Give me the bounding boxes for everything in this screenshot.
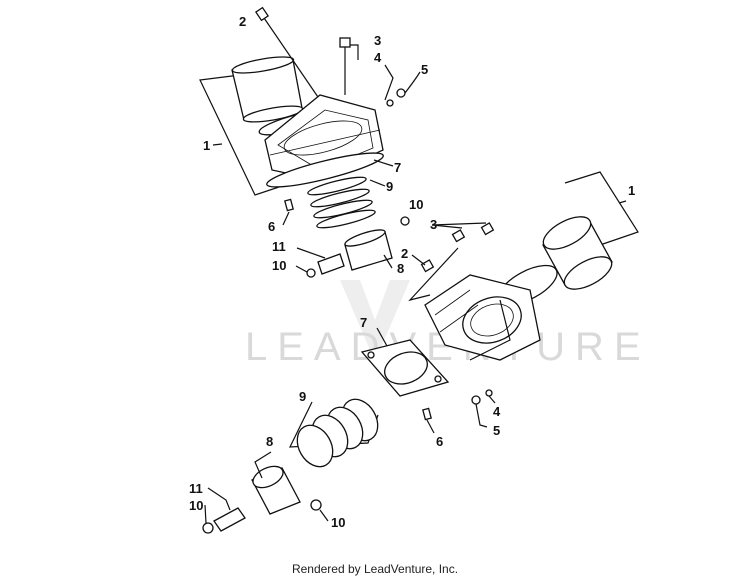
callout-6-bottom: 6 bbox=[436, 434, 443, 449]
dowel-6-top bbox=[282, 198, 294, 226]
leadventure-logo-icon bbox=[340, 280, 410, 350]
callout-6-top: 6 bbox=[268, 219, 275, 234]
cylinder-block-bottom bbox=[408, 247, 541, 361]
callout-1-top: 1 bbox=[203, 138, 210, 153]
callout-2-top: 2 bbox=[239, 14, 246, 29]
top-assembly bbox=[199, 6, 421, 278]
callout-11-bottom: 11 bbox=[189, 481, 203, 496]
callout-8-bottom: 8 bbox=[266, 434, 273, 449]
callout-3-bottom: 3 bbox=[430, 217, 437, 232]
footer-credit: Rendered by LeadVenture, Inc. bbox=[291, 562, 459, 576]
bottom-assembly bbox=[202, 171, 639, 534]
clip-10b-bottom bbox=[310, 499, 322, 511]
callouts-top: 2 3 4 5 1 7 9 6 10 11 10 8 bbox=[203, 14, 428, 276]
callout-10a-bottom: 10 bbox=[189, 498, 203, 513]
fitting-4-5-bottom bbox=[469, 299, 511, 428]
cylinder-sleeve-bottom bbox=[542, 216, 613, 290]
callouts-bottom: 1 3 2 7 9 4 5 6 8 11 10 10 bbox=[189, 183, 635, 530]
clip-10b-top bbox=[400, 216, 410, 226]
piston-rings-9-bottom bbox=[289, 398, 379, 468]
callout-4-bottom: 4 bbox=[493, 404, 501, 419]
callout-11-top: 11 bbox=[272, 239, 286, 254]
callout-9-bottom: 9 bbox=[299, 389, 306, 404]
base-gasket-7-bottom bbox=[360, 327, 450, 397]
bolt-2-top bbox=[254, 6, 321, 101]
callout-5-bottom: 5 bbox=[493, 423, 500, 438]
callout-7-top: 7 bbox=[394, 160, 401, 175]
cylinder-sleeve-top bbox=[231, 56, 304, 123]
wrist-pin-11-top bbox=[296, 247, 345, 275]
base-gasket-7-top bbox=[266, 152, 384, 188]
bolts-2-3-bottom bbox=[411, 222, 495, 273]
callout-10a-top: 10 bbox=[272, 258, 286, 273]
clip-10a-top bbox=[306, 268, 316, 278]
clip-10a-bottom bbox=[202, 522, 214, 534]
callout-4-top: 4 bbox=[374, 50, 382, 65]
callout-8-top: 8 bbox=[397, 261, 404, 276]
callout-2-bottom: 2 bbox=[401, 246, 408, 261]
piston-rings-9-top bbox=[307, 176, 386, 229]
callout-9-top: 9 bbox=[386, 179, 393, 194]
callout-10b-top: 10 bbox=[409, 197, 423, 212]
callout-7-bottom: 7 bbox=[360, 315, 367, 330]
dowel-6-bottom bbox=[422, 407, 435, 434]
callout-1-bottom: 1 bbox=[628, 183, 635, 198]
callout-10b-bottom: 10 bbox=[331, 515, 345, 530]
callout-3-top: 3 bbox=[374, 33, 381, 48]
fitting-4-5-top bbox=[384, 64, 421, 107]
piston-8-bottom bbox=[251, 451, 301, 515]
piston-8-top bbox=[344, 229, 393, 271]
callout-5-top: 5 bbox=[421, 62, 428, 77]
bolt-3-top bbox=[339, 37, 359, 95]
wrist-pin-11-bottom bbox=[207, 487, 246, 532]
